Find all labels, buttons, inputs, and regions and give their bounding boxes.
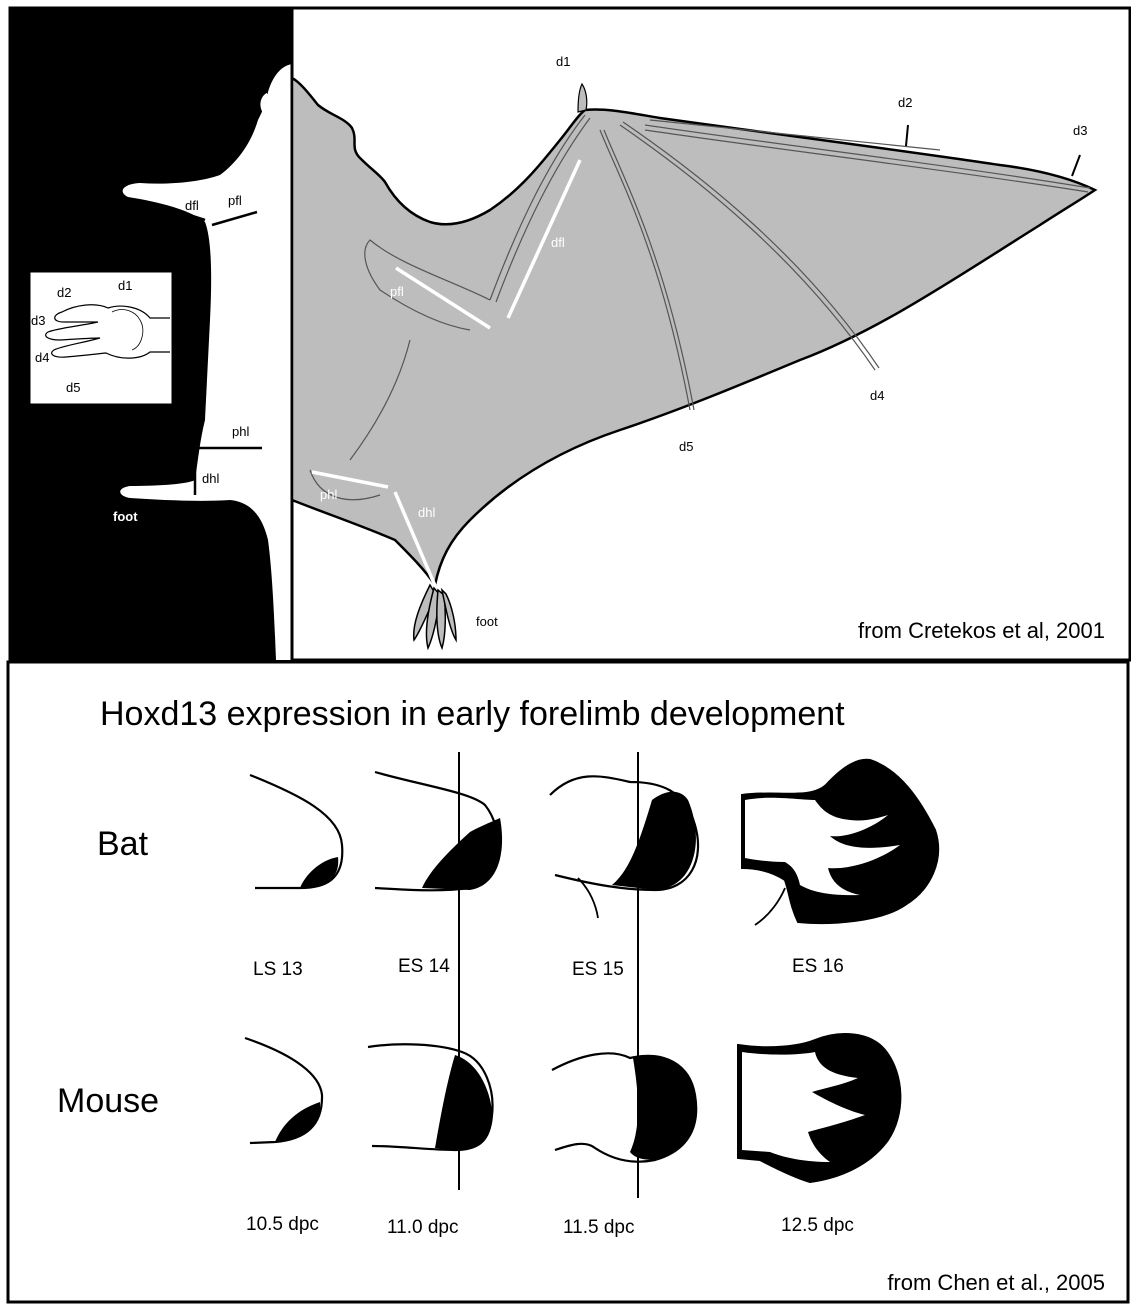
stage-label-mouse-1: 10.5 dpc <box>246 1214 319 1235</box>
stage-label-bat-1: LS 13 <box>253 959 303 980</box>
row-label-bat: Bat <box>97 825 149 863</box>
stage-label-mouse-4: 12.5 dpc <box>781 1215 854 1236</box>
wing-label-d5: d5 <box>679 439 693 454</box>
wing-label-dfl: dfl <box>551 235 565 250</box>
left-label-phl: phl <box>232 424 249 439</box>
left-label-pfl: pfl <box>228 193 242 208</box>
inset-label-d1: d1 <box>118 278 132 293</box>
inset-label-d3: d3 <box>31 313 45 328</box>
left-label-dfl: dfl <box>185 198 199 213</box>
hand-inset: d2 d1 d3 d4 d5 <box>30 272 172 404</box>
wing-label-foot: foot <box>476 614 498 629</box>
wing-label-phl: phl <box>320 487 337 502</box>
inset-label-d2: d2 <box>57 285 71 300</box>
bottom-panel: Hoxd13 expression in early forelimb deve… <box>8 662 1128 1302</box>
bottom-credit: from Chen et al., 2005 <box>887 1270 1105 1295</box>
bottom-title: Hoxd13 expression in early forelimb deve… <box>100 695 845 733</box>
top-panel: dfl pfl phl dhl foot d2 d1 d3 d4 d5 <box>10 8 1130 660</box>
wing-label-d4: d4 <box>870 388 884 403</box>
left-label-dhl: dhl <box>202 471 219 486</box>
bottom-panel-frame <box>8 662 1128 1302</box>
inset-label-d5: d5 <box>66 380 80 395</box>
row-label-mouse: Mouse <box>57 1082 159 1120</box>
wing-label-d3: d3 <box>1073 123 1087 138</box>
left-label-foot: foot <box>113 509 138 524</box>
stage-label-mouse-2: 11.0 dpc <box>387 1217 458 1238</box>
top-credit: from Cretekos et al, 2001 <box>858 618 1105 643</box>
stage-label-mouse-3: 11.5 dpc <box>563 1217 634 1238</box>
hand-inset-frame <box>30 272 172 404</box>
wing-label-d2: d2 <box>898 95 912 110</box>
wing-label-pfl: pfl <box>390 284 404 299</box>
stage-label-bat-4: ES 16 <box>792 956 844 977</box>
inset-label-d4: d4 <box>35 350 49 365</box>
stage-label-bat-2: ES 14 <box>398 956 450 977</box>
stage-label-bat-3: ES 15 <box>572 959 624 980</box>
wing-label-dhl: dhl <box>418 505 435 520</box>
wing-label-d1: d1 <box>556 54 570 69</box>
